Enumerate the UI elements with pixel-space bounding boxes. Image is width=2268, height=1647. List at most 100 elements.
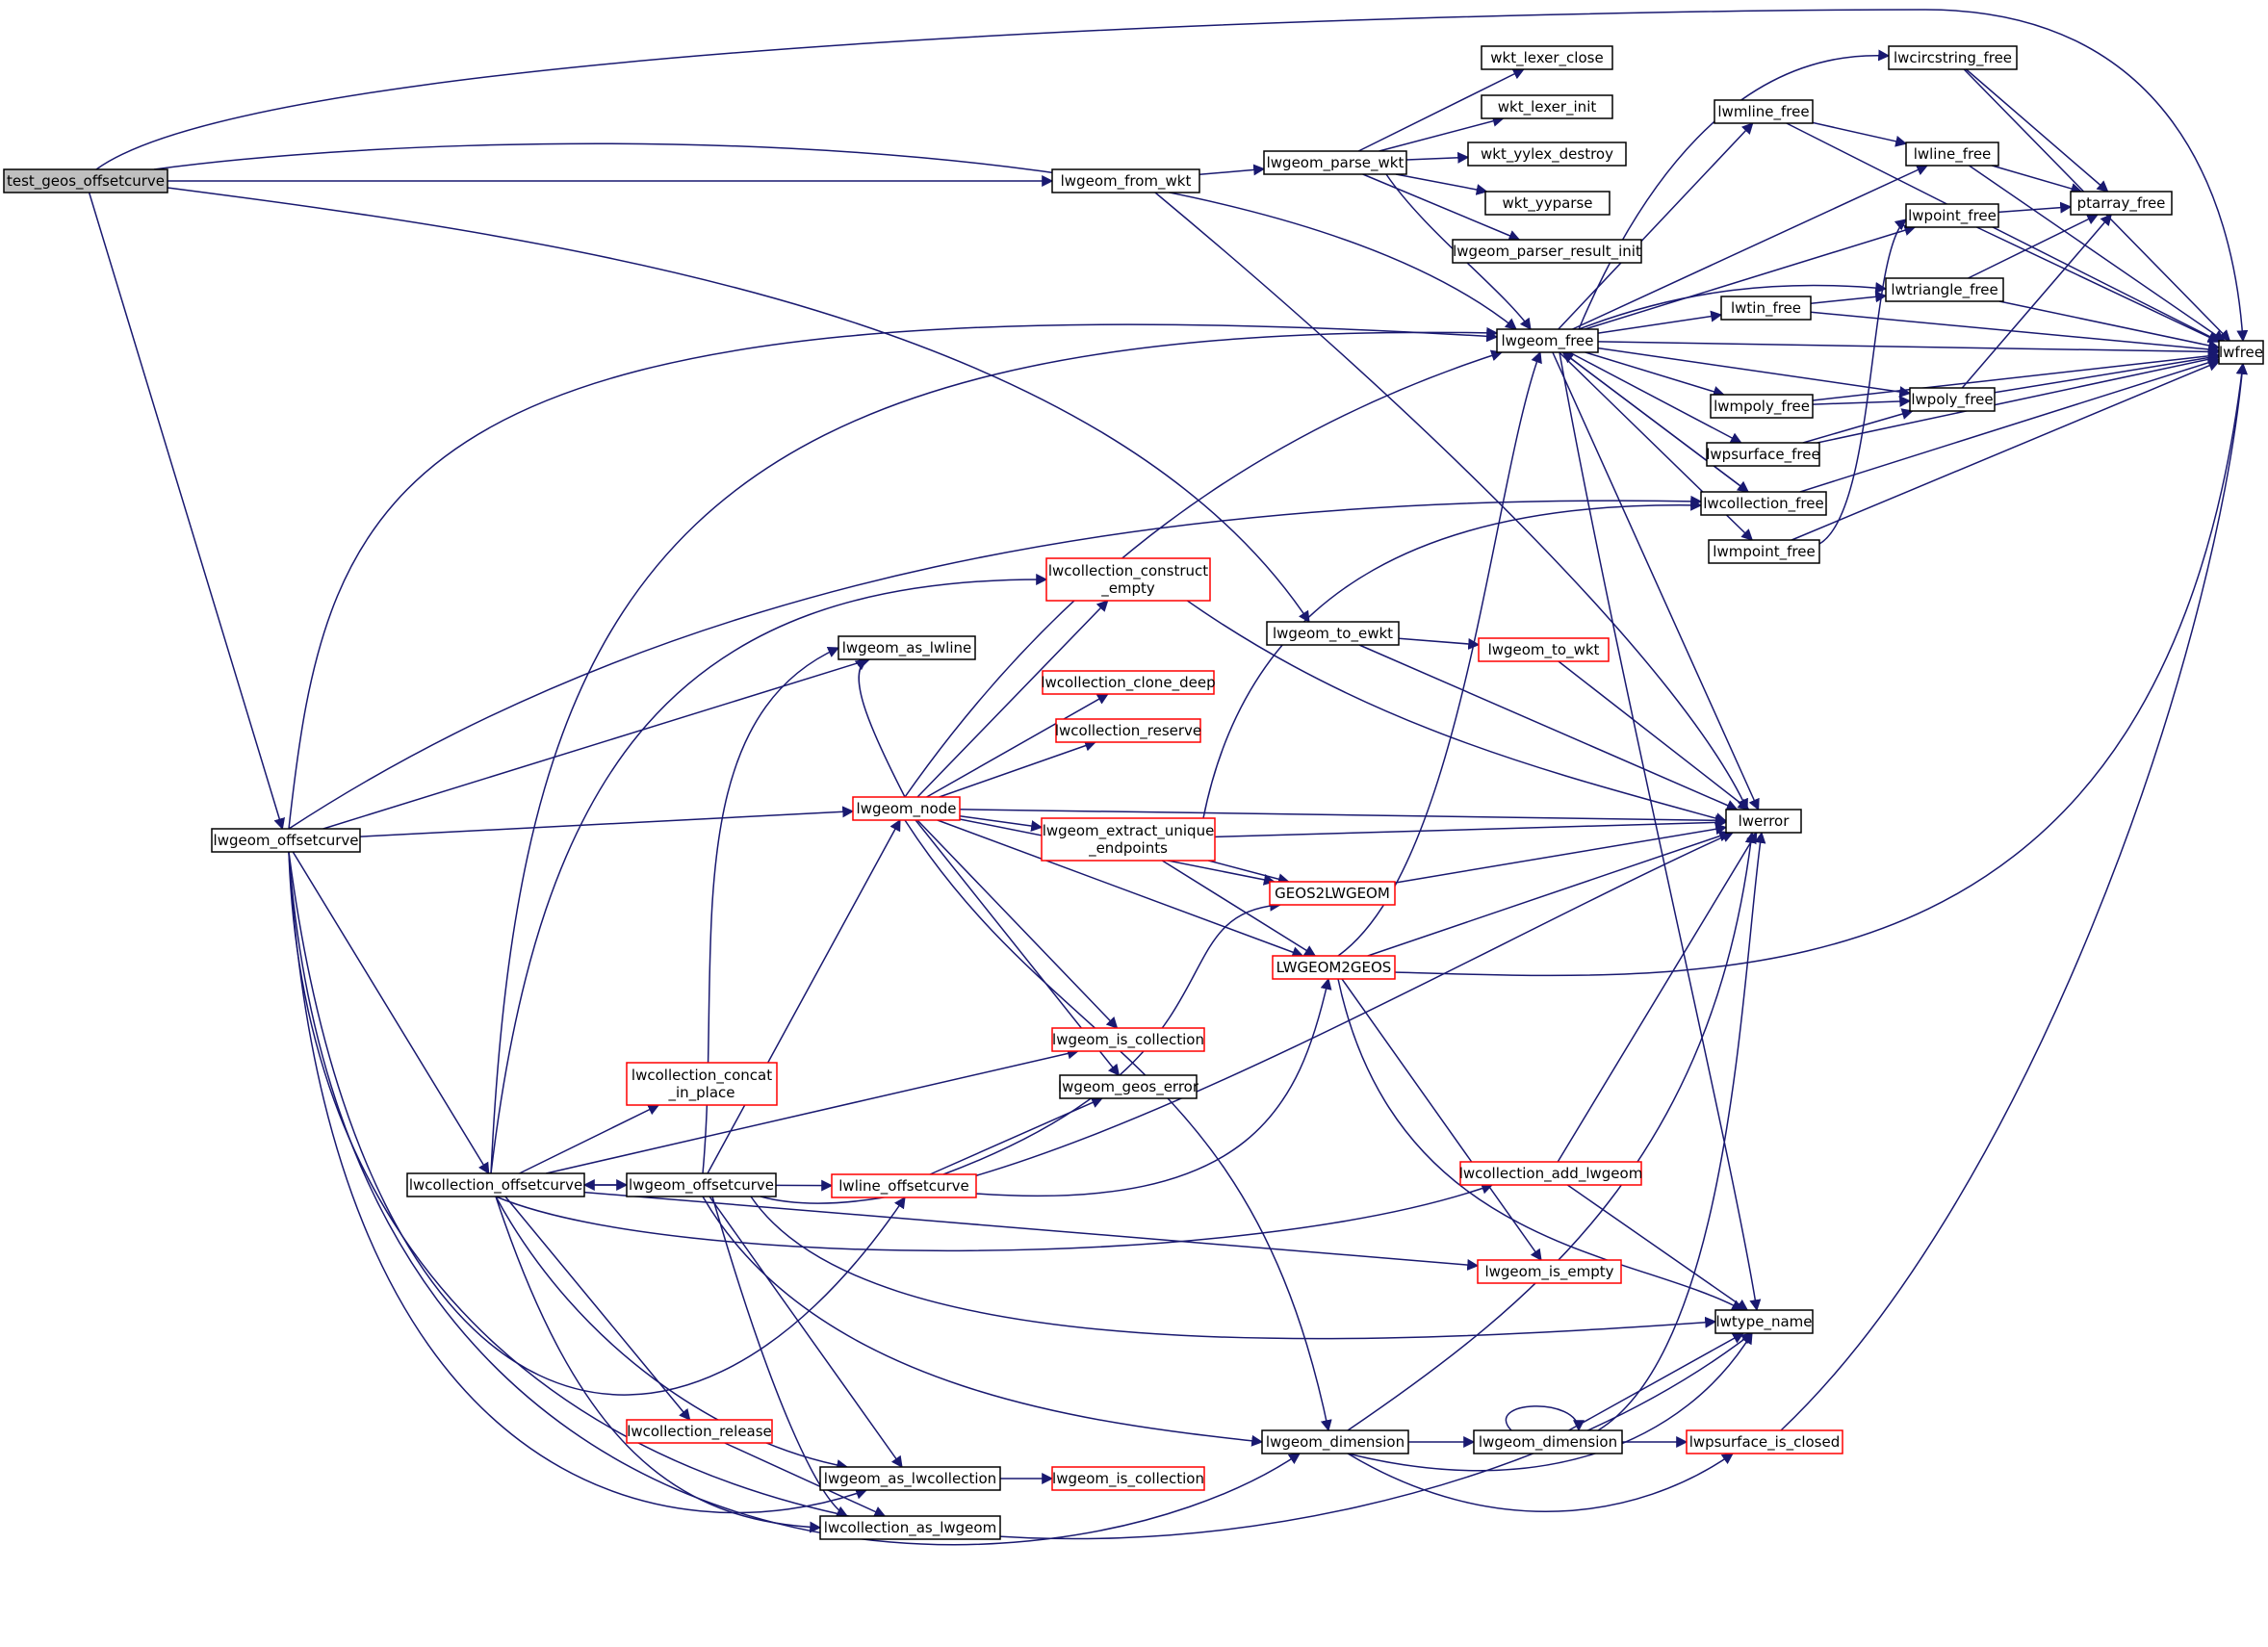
node-lwcollection_add_lwgeom[interactable]: lwcollection_add_lwgeom bbox=[1459, 1161, 1643, 1186]
node-box[interactable] bbox=[1269, 881, 1396, 906]
node-box[interactable] bbox=[1261, 1429, 1409, 1454]
node-lwgeom_is_collection_1[interactable]: lwgeom_is_collection bbox=[1051, 1027, 1205, 1052]
node-box[interactable] bbox=[831, 1173, 977, 1198]
node-box[interactable] bbox=[1477, 1259, 1622, 1284]
node-box[interactable] bbox=[1885, 277, 2004, 302]
node-wkt_yylex_destroy[interactable]: wkt_yylex_destroy bbox=[1467, 142, 1627, 167]
node-box[interactable] bbox=[1452, 239, 1642, 264]
node-box[interactable] bbox=[838, 635, 976, 660]
node-box[interactable] bbox=[1905, 203, 1999, 228]
node-lwgeom_parser_result_init[interactable]: lwgeom_parser_result_init bbox=[1452, 239, 1642, 264]
node-box[interactable] bbox=[1708, 539, 1820, 564]
node-lwmpoly_free[interactable]: lwmpoly_free bbox=[1710, 394, 1814, 419]
node-lwgeom_free[interactable]: lwgeom_free bbox=[1496, 328, 1599, 353]
node-box[interactable] bbox=[852, 796, 961, 821]
node-lwline_free[interactable]: lwline_free bbox=[1905, 142, 1999, 167]
node-box[interactable] bbox=[2070, 191, 2173, 216]
node-lwgeom_dimension_2[interactable]: lwgeom_dimension bbox=[1473, 1429, 1623, 1454]
node-box[interactable] bbox=[1496, 328, 1599, 353]
node-LWGEOM2GEOS[interactable]: LWGEOM2GEOS bbox=[1272, 955, 1396, 980]
node-box[interactable] bbox=[211, 828, 361, 853]
node-lwgeom_dimension_1[interactable]: lwgeom_dimension bbox=[1261, 1429, 1409, 1454]
node-lwgeom_node[interactable]: lwgeom_node bbox=[852, 796, 961, 821]
node-lwcollection_release[interactable]: lwcollection_release bbox=[626, 1419, 773, 1444]
node-lwgeom_parse_wkt[interactable]: lwgeom_parse_wkt bbox=[1263, 150, 1407, 175]
node-wkt_lexer_init[interactable]: wkt_lexer_init bbox=[1481, 94, 1613, 119]
node-box[interactable] bbox=[1055, 718, 1201, 743]
node-lwgeom_to_ewkt[interactable]: lwgeom_to_ewkt bbox=[1266, 621, 1400, 646]
node-box[interactable] bbox=[626, 1172, 777, 1197]
node-box[interactable] bbox=[2218, 340, 2264, 365]
node-wkt_yyparse[interactable]: wkt_yyparse bbox=[1484, 191, 1611, 216]
node-lwtype_name[interactable]: lwtype_name bbox=[1714, 1309, 1814, 1334]
node-lwcollection_concat_in_place[interactable]: lwcollection_concat_in_place bbox=[626, 1062, 778, 1106]
node-lwtriangle_free[interactable]: lwtriangle_free bbox=[1885, 277, 2004, 302]
node-box[interactable] bbox=[1481, 45, 1613, 70]
node-box[interactable] bbox=[3, 168, 168, 193]
node-box[interactable] bbox=[819, 1515, 1001, 1540]
node-lwfree[interactable]: lwfree bbox=[2218, 340, 2264, 365]
node-box[interactable] bbox=[406, 1172, 585, 1197]
node-lwgeom_offsetcurve_1[interactable]: lwgeom_offsetcurve bbox=[211, 828, 361, 853]
node-lwcollection_clone_deep[interactable]: lwcollection_clone_deep bbox=[1041, 670, 1216, 695]
node-box[interactable] bbox=[1045, 557, 1211, 602]
node-box[interactable] bbox=[1888, 45, 2018, 70]
node-lwgeom_geos_error[interactable]: lwgeom_geos_error bbox=[1058, 1074, 1199, 1099]
node-lwpoint_free[interactable]: lwpoint_free bbox=[1905, 203, 1999, 228]
node-box[interactable] bbox=[1051, 1027, 1205, 1052]
node-box[interactable] bbox=[1714, 1309, 1814, 1334]
node-lwpsurface_free[interactable]: lwpsurface_free bbox=[1706, 442, 1820, 467]
node-lwgeom_from_wkt[interactable]: lwgeom_from_wkt bbox=[1051, 168, 1200, 193]
node-box[interactable] bbox=[1484, 191, 1611, 216]
node-lwgeom_is_collection_2[interactable]: lwgeom_is_collection bbox=[1051, 1466, 1205, 1491]
node-lwtin_free[interactable]: lwtin_free bbox=[1720, 296, 1812, 321]
node-box[interactable] bbox=[1720, 296, 1812, 321]
node-lwline_offsetcurve[interactable]: lwline_offsetcurve bbox=[831, 1173, 977, 1198]
node-ptarray_free[interactable]: ptarray_free bbox=[2070, 191, 2173, 216]
node-test_geos_offsetcurve[interactable]: test_geos_offsetcurve bbox=[3, 168, 168, 193]
node-box[interactable] bbox=[626, 1419, 773, 1444]
node-box[interactable] bbox=[1686, 1429, 1843, 1454]
node-box[interactable] bbox=[1051, 1466, 1205, 1491]
node-box[interactable] bbox=[1909, 387, 1996, 412]
node-box[interactable] bbox=[1272, 955, 1396, 980]
node-lwcollection_reserve[interactable]: lwcollection_reserve bbox=[1055, 718, 1201, 743]
node-box[interactable] bbox=[1481, 94, 1613, 119]
node-lwcircstring_free[interactable]: lwcircstring_free bbox=[1888, 45, 2018, 70]
node-box[interactable] bbox=[819, 1466, 1001, 1491]
node-lwerror[interactable]: lwerror bbox=[1725, 809, 1802, 834]
node-box[interactable] bbox=[1263, 150, 1407, 175]
node-box[interactable] bbox=[1459, 1161, 1642, 1186]
node-box[interactable] bbox=[1725, 809, 1802, 834]
node-wkt_lexer_close[interactable]: wkt_lexer_close bbox=[1481, 45, 1613, 70]
node-box[interactable] bbox=[626, 1062, 778, 1106]
node-box[interactable] bbox=[1042, 670, 1215, 695]
node-box[interactable] bbox=[1266, 621, 1400, 646]
node-GEOS2LWGEOM[interactable]: GEOS2LWGEOM bbox=[1269, 881, 1396, 906]
node-lwgeom_as_lwcollection[interactable]: lwgeom_as_lwcollection bbox=[819, 1466, 1001, 1491]
node-box[interactable] bbox=[1714, 99, 1814, 124]
node-lwmline_free[interactable]: lwmline_free bbox=[1714, 99, 1814, 124]
node-lwcollection_as_lwgeom[interactable]: lwcollection_as_lwgeom bbox=[819, 1515, 1001, 1540]
node-lwmpoint_free[interactable]: lwmpoint_free bbox=[1708, 539, 1820, 564]
node-box[interactable] bbox=[1041, 817, 1216, 862]
node-box[interactable] bbox=[1051, 168, 1200, 193]
node-lwgeom_as_lwline[interactable]: lwgeom_as_lwline bbox=[838, 635, 976, 660]
node-lwgeom_offsetcurve_2[interactable]: lwgeom_offsetcurve bbox=[626, 1172, 777, 1197]
node-lwgeom_extract_unique_endpoints[interactable]: lwgeom_extract_unique_endpoints bbox=[1041, 817, 1216, 862]
node-box[interactable] bbox=[1706, 442, 1820, 467]
node-box[interactable] bbox=[1905, 142, 1999, 167]
node-box[interactable] bbox=[1467, 142, 1627, 167]
node-box[interactable] bbox=[1710, 394, 1814, 419]
node-lwpsurface_is_closed[interactable]: lwpsurface_is_closed bbox=[1686, 1429, 1843, 1454]
node-lwcollection_construct_empty[interactable]: lwcollection_construct_empty bbox=[1045, 557, 1211, 602]
node-box[interactable] bbox=[1700, 491, 1827, 516]
node-box[interactable] bbox=[1478, 637, 1610, 662]
node-lwcollection_free[interactable]: lwcollection_free bbox=[1700, 491, 1827, 516]
node-lwcollection_offsetcurve[interactable]: lwcollection_offsetcurve bbox=[406, 1172, 585, 1197]
node-box[interactable] bbox=[1473, 1429, 1623, 1454]
node-lwpoly_free[interactable]: lwpoly_free bbox=[1909, 387, 1996, 412]
node-lwgeom_to_wkt[interactable]: lwgeom_to_wkt bbox=[1478, 637, 1610, 662]
node-box[interactable] bbox=[1059, 1074, 1198, 1099]
node-lwgeom_is_empty[interactable]: lwgeom_is_empty bbox=[1477, 1259, 1622, 1284]
